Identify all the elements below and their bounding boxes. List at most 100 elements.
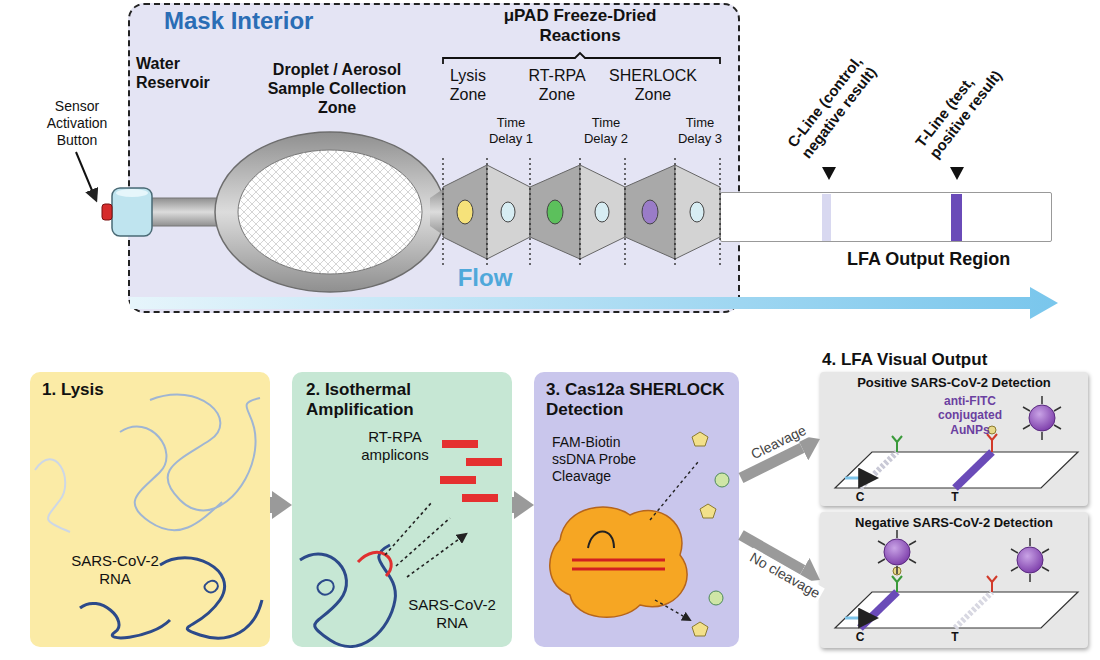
node-title: 3. Cas12a SHERLOCK Detection xyxy=(546,380,736,421)
amplification-art xyxy=(466,458,502,466)
node-text: T xyxy=(948,630,962,644)
lfa-lines xyxy=(822,167,964,241)
process-arrow xyxy=(512,497,514,513)
detection-panel: 3. Cas12a SHERLOCK DetectionFAM-Biotin s… xyxy=(534,372,739,647)
amplification-art xyxy=(300,440,502,646)
amplification-art xyxy=(358,552,391,576)
cas12a-art xyxy=(709,591,723,605)
node-title: 1. Lysis xyxy=(42,380,242,400)
node-title: 4. LFA Visual Output xyxy=(822,350,1082,370)
reaction-zones xyxy=(530,165,580,259)
positive-strip xyxy=(1023,396,1061,440)
negative-strip xyxy=(987,576,997,592)
node-title: RT-RPA Zone xyxy=(520,66,594,104)
rna-strands xyxy=(35,395,262,639)
amplification-art xyxy=(385,502,466,577)
node-text: SARS-CoV-2 RNA xyxy=(65,552,165,588)
amplification-art xyxy=(462,494,498,502)
cas12a-art xyxy=(572,560,665,569)
node-title: Lysis Zone xyxy=(443,66,493,104)
node-title: LFA Output Region xyxy=(847,249,1047,271)
negative-strip xyxy=(845,617,875,620)
negative-strip xyxy=(892,576,902,592)
negative-strip xyxy=(955,592,992,628)
reaction-zones xyxy=(443,165,487,259)
rna-strands xyxy=(150,395,260,511)
edge-label: Cleavage xyxy=(746,421,810,464)
reaction-zones xyxy=(443,158,720,268)
reaction-zones xyxy=(580,165,625,259)
paper-channel xyxy=(238,150,422,274)
lfa-lines xyxy=(950,167,964,180)
group-label: μPAD Freeze-Dried Reactions xyxy=(482,6,678,47)
water-reservoir xyxy=(102,204,112,220)
negative-strip xyxy=(893,567,901,575)
process-arrow xyxy=(741,448,802,478)
node-title: Water Reservoir xyxy=(136,54,222,92)
node-title: 2. Isothermal Amplification xyxy=(306,380,506,421)
positive-strip xyxy=(860,452,897,488)
cas12a-art xyxy=(588,532,614,549)
bracket xyxy=(443,53,720,64)
lysis-panel: 1. LysisSARS-CoV-2 RNA xyxy=(30,372,270,647)
positive-strip xyxy=(987,434,997,452)
paper-channel xyxy=(150,132,446,292)
positive-strip xyxy=(892,436,902,452)
node-title: Time Delay 2 xyxy=(582,115,630,146)
cas12a-art xyxy=(550,507,687,617)
amplification-art xyxy=(442,440,478,448)
water-reservoir xyxy=(102,188,152,236)
negative-strip xyxy=(860,592,897,628)
paper-channel xyxy=(215,132,445,292)
rna-strands xyxy=(160,558,262,638)
positive-strip xyxy=(955,452,992,488)
delay-zone: Time Delay 3 xyxy=(676,115,724,155)
node-title: Time Delay 3 xyxy=(676,115,724,146)
node-title: Time Delay 1 xyxy=(487,115,535,146)
node-text: C xyxy=(853,630,867,644)
node-title: Positive SARS-CoV-2 Detection xyxy=(820,375,1088,391)
positive-strip xyxy=(835,396,1078,488)
node-title: Droplet / Aerosol Sample Collection Zone xyxy=(257,60,417,118)
button-label: Sensor Activation Button xyxy=(34,98,120,148)
rna-strands xyxy=(205,581,218,593)
line-callout: C-Line (control, negative result) xyxy=(784,28,900,162)
delay-zone: Time Delay 2 xyxy=(582,115,630,155)
output-panel: Positive SARS-CoV-2 Detection anti-FITC c… xyxy=(820,350,1090,650)
reaction-zones xyxy=(443,158,720,268)
sherlock-zone: SHERLOCK Zone xyxy=(602,66,704,110)
negative-strip xyxy=(835,530,1078,628)
flow-arrow xyxy=(130,287,1058,319)
cas12a-art xyxy=(692,622,708,636)
reaction-zones xyxy=(642,200,658,224)
negative-strip xyxy=(1011,538,1049,582)
node-text: anti-FITC conjugated AuNPs xyxy=(930,394,1010,437)
positive-strip xyxy=(988,426,996,434)
bracket xyxy=(443,53,720,64)
lfa-lines xyxy=(822,167,836,180)
water-reservoir xyxy=(116,189,148,197)
water-reservoir xyxy=(112,188,152,236)
paper-channel xyxy=(150,198,230,226)
lfa-lines xyxy=(822,194,831,241)
node-text: RT-RPA amplicons xyxy=(350,428,440,464)
reaction-zones xyxy=(457,200,473,224)
node-text: T xyxy=(948,490,962,504)
reaction-zones xyxy=(625,165,675,259)
mask-panel: Water Reservoir Droplet / Aerosol Sample … xyxy=(128,3,740,313)
node-text: SARS-CoV-2 RNA xyxy=(400,596,504,632)
delay-zone: Time Delay 1 xyxy=(487,115,535,155)
cas12a-art xyxy=(550,432,729,636)
negative-strip xyxy=(878,530,916,574)
paper-channel xyxy=(238,150,422,274)
cas12a-art xyxy=(700,504,716,518)
node-title: SHERLOCK Zone xyxy=(602,66,704,104)
rna-strands xyxy=(35,459,70,532)
positive-panel: Positive SARS-CoV-2 Detection anti-FITC c… xyxy=(820,372,1088,506)
edge-label: No cleavage xyxy=(745,548,824,603)
reaction-zones xyxy=(487,165,530,259)
line-callout: T-Line (test, positive result) xyxy=(912,28,1028,162)
reaction-zones xyxy=(547,200,563,224)
process-arrow xyxy=(270,497,272,513)
amplification-panel: 2. Isothermal AmplificationRT-RPA amplic… xyxy=(292,372,512,647)
